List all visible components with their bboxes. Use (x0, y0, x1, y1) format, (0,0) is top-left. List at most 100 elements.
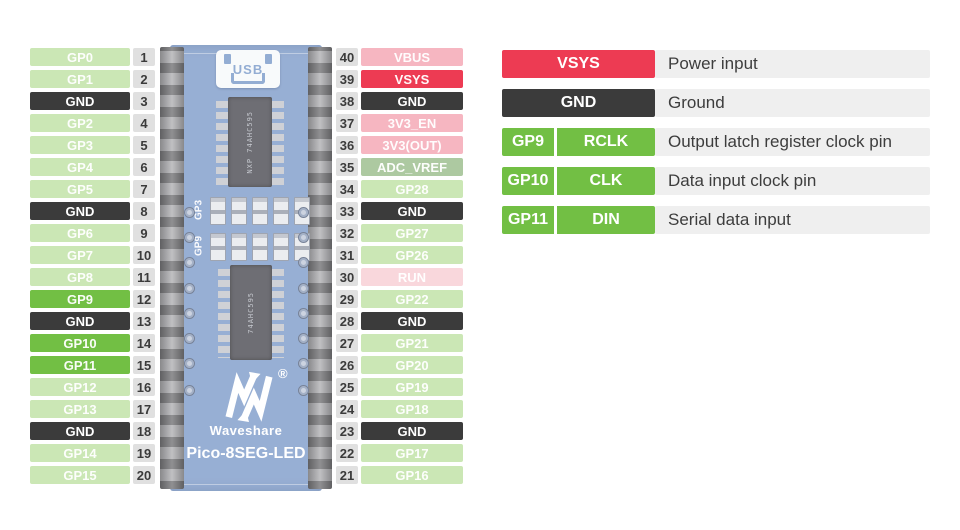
waveshare-logo: ® (220, 366, 290, 422)
pin-label: GP4 (30, 158, 130, 176)
legend-pin: GP9 (511, 133, 544, 150)
pin-number: 9 (133, 224, 155, 242)
pin-number: 33 (336, 202, 358, 220)
smd-resistor (210, 233, 226, 261)
usb-tab-icon (224, 54, 231, 64)
legend-description: Ground (655, 89, 930, 117)
pin-label: GP1 (30, 70, 130, 88)
pin-label: GP19 (361, 378, 463, 396)
smd-resistor (273, 233, 289, 261)
chip-marking: NXP 74AHC595 (246, 110, 254, 174)
pin-label: GP8 (30, 268, 130, 286)
legend-description: Output latch register clock pin (655, 128, 930, 156)
logo-text: Waveshare (209, 423, 283, 438)
registered-trademark: ® (278, 366, 288, 381)
pin-label: 3V3(OUT) (361, 136, 463, 154)
usb-connector: USB (216, 50, 280, 88)
smd-resistor (252, 197, 268, 225)
legend-row: GND Ground (502, 89, 930, 117)
chip-legs (216, 99, 228, 185)
pin-label: GND (30, 312, 130, 330)
legend-signal: GND (560, 94, 597, 111)
pin-label: GP6 (30, 224, 130, 242)
smd-resistor (231, 233, 247, 261)
pin-label: GP22 (361, 290, 463, 308)
pin-number: 16 (133, 378, 155, 396)
via-hole (298, 358, 309, 369)
pin-number: 20 (133, 466, 155, 484)
via-hole (298, 385, 309, 396)
pin-number: 11 (133, 268, 155, 286)
pin-number: 26 (336, 356, 358, 374)
pcb-board: USB NXP 74AHC595 GP3 GP9 74AHC595 (160, 45, 332, 492)
pin-number: 14 (133, 334, 155, 352)
pin-label: VSYS (361, 70, 463, 88)
pin-number: 23 (336, 422, 358, 440)
pin-label: GND (361, 312, 463, 330)
pin-number: 21 (336, 466, 358, 484)
pin-number: 35 (336, 158, 358, 176)
legend-divider (554, 206, 557, 234)
usb-shield-icon (231, 73, 265, 84)
pin-label: GP7 (30, 246, 130, 264)
pin-label: GP13 (30, 400, 130, 418)
pin-label: GND (361, 422, 463, 440)
legend-badge: VSYS (502, 50, 655, 78)
chip-legs (272, 99, 284, 185)
pin-label: 3V3_EN (361, 114, 463, 132)
pin-header-right (308, 47, 332, 489)
pin-number: 40 (336, 48, 358, 66)
legend-divider (554, 128, 557, 156)
pin-number: 19 (133, 444, 155, 462)
legend-signal: DIN (592, 211, 620, 228)
via-hole (298, 257, 309, 268)
via-hole (298, 308, 309, 319)
pin-number: 29 (336, 290, 358, 308)
usb-label: USB (232, 62, 264, 77)
legend-description: Power input (655, 50, 930, 78)
pin-number: 27 (336, 334, 358, 352)
via-hole (184, 308, 195, 319)
pin-label: GP15 (30, 466, 130, 484)
resistor-row (210, 197, 310, 225)
pin-number: 37 (336, 114, 358, 132)
pin-number: 2 (133, 70, 155, 88)
pin-label: GND (30, 422, 130, 440)
pin-number: 32 (336, 224, 358, 242)
pin-label: GP14 (30, 444, 130, 462)
via-hole (184, 283, 195, 294)
pin-number: 4 (133, 114, 155, 132)
pin-number: 22 (336, 444, 358, 462)
pin-label: GP5 (30, 180, 130, 198)
via-hole (298, 207, 309, 218)
pin-label: GP27 (361, 224, 463, 242)
via-hole (184, 385, 195, 396)
pin-label: VBUS (361, 48, 463, 66)
pin-label: GP3 (30, 136, 130, 154)
via-hole (184, 257, 195, 268)
